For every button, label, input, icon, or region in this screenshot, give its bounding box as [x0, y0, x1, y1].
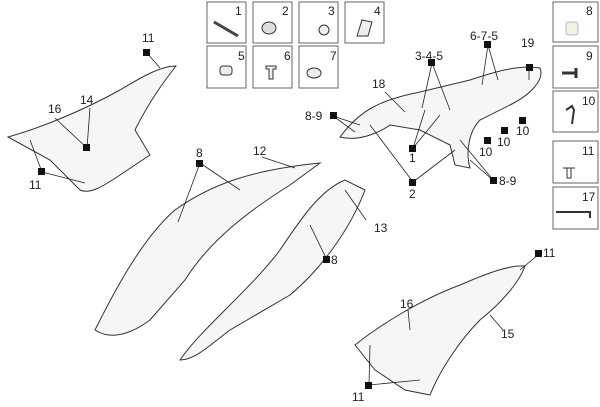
side-box-10[interactable]: 10 — [552, 90, 599, 133]
washer-icon — [306, 67, 322, 79]
left-fairing-14[interactable] — [6, 65, 178, 192]
self-tapping-screw-icon — [562, 68, 578, 78]
part-number: 8 — [586, 4, 593, 18]
callout-18: 18 — [372, 77, 386, 91]
hardware-box-2[interactable]: 2 — [252, 1, 293, 44]
hardware-box-5[interactable]: 5 — [206, 45, 247, 89]
part-number: 6 — [284, 49, 291, 63]
side-panel-13[interactable] — [179, 179, 366, 361]
part-number: 2 — [282, 4, 289, 18]
callout-8-9: 8-9 — [305, 109, 323, 123]
callout-11: 11 — [29, 178, 42, 192]
part-number: 11 — [582, 144, 595, 158]
screw-icon — [265, 65, 277, 80]
part-number: 17 — [582, 190, 596, 204]
hardware-box-1[interactable]: 1 — [206, 1, 247, 44]
callout-10: 10 — [497, 135, 511, 149]
right-fairing-15[interactable] — [354, 265, 526, 396]
callout-10: 10 — [516, 124, 530, 138]
callout-12: 12 — [253, 144, 267, 158]
callout-6-7-5: 6-7-5 — [470, 29, 498, 43]
hardware-box-3[interactable]: 3 — [298, 1, 339, 44]
side-box-11[interactable]: 11 — [552, 140, 599, 184]
long-bolt-icon — [213, 20, 239, 38]
screw-icon — [565, 104, 576, 125]
spacer-icon — [219, 65, 233, 76]
grommet-icon — [261, 21, 277, 35]
side-box-8[interactable]: 8 — [552, 1, 599, 43]
callout-11: 11 — [543, 246, 556, 260]
part-number: 4 — [374, 4, 381, 18]
part-number: 9 — [586, 49, 593, 63]
hardware-box-7[interactable]: 7 — [298, 45, 339, 89]
screw-icon — [318, 24, 330, 36]
bushing-icon — [565, 21, 579, 36]
callout-1: 1 — [409, 151, 416, 165]
callout-13: 13 — [374, 221, 388, 235]
leader-lines — [29, 44, 540, 386]
callout-8: 8 — [196, 146, 203, 160]
callout-8: 8 — [331, 253, 338, 267]
callout-11: 11 — [352, 390, 365, 404]
hardware-box-4[interactable]: 4 — [344, 1, 385, 44]
allen-key-icon — [556, 211, 591, 218]
callout-11: 11 — [142, 31, 155, 45]
callout-markers — [38, 41, 542, 389]
side-box-17[interactable]: 17 — [552, 186, 599, 230]
part-number: 10 — [582, 94, 596, 108]
clip-nut-icon — [356, 19, 373, 37]
rear-frame-18[interactable] — [339, 66, 542, 169]
rivet-icon — [563, 167, 575, 179]
callout-16: 16 — [48, 102, 62, 116]
callout-19: 19 — [521, 36, 535, 50]
callout-3-4-5: 3-4-5 — [415, 49, 443, 63]
callout-10: 10 — [479, 145, 493, 159]
side-box-9[interactable]: 9 — [552, 45, 599, 89]
inner-panel-12[interactable] — [94, 162, 322, 336]
callout-2: 2 — [409, 187, 416, 201]
hardware-box-6[interactable]: 6 — [252, 45, 293, 89]
part-number: 1 — [235, 4, 242, 18]
part-number: 5 — [238, 49, 245, 63]
callout-16: 16 — [400, 297, 414, 311]
callout-15: 15 — [501, 327, 515, 341]
part-number: 3 — [328, 4, 335, 18]
part-number: 7 — [330, 49, 337, 63]
callout-8-9: 8-9 — [499, 174, 517, 188]
callout-14: 14 — [80, 93, 94, 107]
